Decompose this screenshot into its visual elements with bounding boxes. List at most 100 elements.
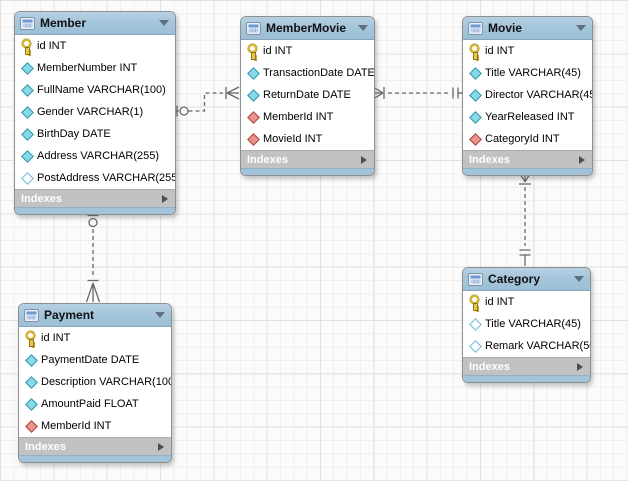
collapse-arrow-icon[interactable] [159, 20, 169, 26]
expand-arrow-icon[interactable] [361, 155, 367, 164]
column-row[interactable]: ReturnDate DATE [241, 84, 374, 106]
table-title: Category [488, 272, 541, 286]
column-label: PostAddress VARCHAR(255) [37, 172, 176, 184]
expand-arrow-icon[interactable] [579, 155, 585, 164]
table-category-header[interactable]: Category [463, 268, 590, 291]
column-row[interactable]: MovieId INT [241, 128, 374, 150]
column-diamond-icon [24, 375, 38, 389]
column-label: id INT [37, 40, 67, 52]
relationship-membermovie-movie[interactable] [372, 86, 462, 100]
nullable-diamond-icon [20, 171, 34, 185]
column-diamond-icon [246, 66, 260, 80]
column-row[interactable]: id INT [463, 40, 592, 62]
table-member[interactable]: Member id INT MemberNumber INT FullName … [14, 11, 176, 215]
indexes-label: Indexes [25, 440, 66, 453]
table-payment-indexes[interactable]: Indexes [19, 437, 171, 455]
table-membermovie[interactable]: MemberMovie id INT TransactionDate DATE … [240, 16, 375, 176]
collapse-arrow-icon[interactable] [155, 312, 165, 318]
table-category[interactable]: Category id INT Title VARCHAR(45) Remark… [462, 267, 591, 383]
column-label: YearReleased INT [485, 111, 575, 123]
relationship-member-membermovie[interactable] [173, 86, 240, 117]
column-row[interactable]: TransactionDate DATE [241, 62, 374, 84]
collapse-arrow-icon[interactable] [574, 276, 584, 282]
table-category-indexes[interactable]: Indexes [463, 357, 590, 375]
column-label: TransactionDate DATE [263, 67, 375, 79]
expand-arrow-icon[interactable] [158, 442, 164, 451]
table-movie-columns: id INT Title VARCHAR(45) Director VARCHA… [463, 40, 592, 150]
column-row[interactable]: CategoryId INT [463, 128, 592, 150]
column-label: Director VARCHAR(45) [485, 89, 593, 101]
column-row[interactable]: id INT [19, 327, 171, 349]
column-label: MemberNumber INT [37, 62, 138, 74]
table-icon [24, 308, 39, 322]
collapse-arrow-icon[interactable] [358, 25, 368, 31]
exactly-one-double-bar [452, 87, 459, 99]
column-row[interactable]: MemberNumber INT [15, 57, 175, 79]
table-bottom-strip [463, 375, 590, 382]
column-label: Title VARCHAR(45) [485, 318, 581, 330]
column-row[interactable]: PaymentDate DATE [19, 349, 171, 371]
column-label: MemberId INT [41, 420, 112, 432]
column-row[interactable]: BirthDay DATE [15, 123, 175, 145]
column-row[interactable]: MemberId INT [241, 106, 374, 128]
table-movie[interactable]: Movie id INT Title VARCHAR(45) Director … [462, 16, 593, 176]
table-payment[interactable]: Payment id INT PaymentDate DATE Descript… [18, 303, 172, 463]
column-label: Description VARCHAR(100) [41, 376, 172, 388]
column-label: Gender VARCHAR(1) [37, 106, 144, 118]
column-label: CategoryId INT [485, 133, 560, 145]
column-row[interactable]: Address VARCHAR(255) [15, 145, 175, 167]
column-row[interactable]: Remark VARCHAR(500) [463, 335, 590, 357]
column-label: MovieId INT [263, 133, 323, 145]
relationship-line [188, 92, 223, 112]
column-diamond-icon [24, 353, 38, 367]
column-row[interactable]: FullName VARCHAR(100) [15, 79, 175, 101]
nullable-diamond-icon [468, 339, 482, 353]
indexes-label: Indexes [21, 192, 62, 205]
column-diamond-icon [20, 83, 34, 97]
column-label: Address VARCHAR(255) [37, 150, 160, 162]
column-diamond-icon [20, 149, 34, 163]
optional-circle-icon [179, 106, 189, 116]
foreign-key-diamond-icon [246, 132, 260, 146]
column-row[interactable]: Gender VARCHAR(1) [15, 101, 175, 123]
primary-key-icon [468, 295, 482, 311]
table-payment-header[interactable]: Payment [19, 304, 171, 327]
table-member-header[interactable]: Member [15, 12, 175, 35]
column-row[interactable]: id INT [463, 291, 590, 313]
column-row[interactable]: id INT [241, 40, 374, 62]
table-icon [468, 21, 483, 35]
column-label: FullName VARCHAR(100) [37, 84, 166, 96]
table-membermovie-columns: id INT TransactionDate DATE ReturnDate D… [241, 40, 374, 150]
crows-foot-icon [85, 282, 101, 303]
column-label: id INT [485, 45, 515, 57]
table-bottom-strip [19, 455, 171, 462]
column-row[interactable]: Director VARCHAR(45) [463, 84, 592, 106]
column-row[interactable]: PostAddress VARCHAR(255) [15, 167, 175, 189]
relationship-movie-category[interactable] [518, 171, 532, 266]
column-diamond-icon [246, 88, 260, 102]
table-title: Payment [44, 308, 95, 322]
table-movie-header[interactable]: Movie [463, 17, 592, 40]
column-diamond-icon [20, 61, 34, 75]
column-row[interactable]: YearReleased INT [463, 106, 592, 128]
expand-arrow-icon[interactable] [162, 194, 168, 203]
foreign-key-diamond-icon [246, 110, 260, 124]
column-label: MemberId INT [263, 111, 334, 123]
column-row[interactable]: Title VARCHAR(45) [463, 62, 592, 84]
expand-arrow-icon[interactable] [577, 362, 583, 371]
column-row[interactable]: Description VARCHAR(100) [19, 371, 171, 393]
column-row[interactable]: AmountPaid FLOAT [19, 393, 171, 415]
column-label: PaymentDate DATE [41, 354, 140, 366]
table-membermovie-indexes[interactable]: Indexes [241, 150, 374, 168]
column-diamond-icon [24, 397, 38, 411]
table-membermovie-header[interactable]: MemberMovie [241, 17, 374, 40]
column-row[interactable]: MemberId INT [19, 415, 171, 437]
table-member-indexes[interactable]: Indexes [15, 189, 175, 207]
collapse-arrow-icon[interactable] [576, 25, 586, 31]
table-title: Movie [488, 21, 523, 35]
table-movie-indexes[interactable]: Indexes [463, 150, 592, 168]
column-row[interactable]: Title VARCHAR(45) [463, 313, 590, 335]
relationship-member-payment[interactable] [85, 212, 101, 303]
column-row[interactable]: id INT [15, 35, 175, 57]
